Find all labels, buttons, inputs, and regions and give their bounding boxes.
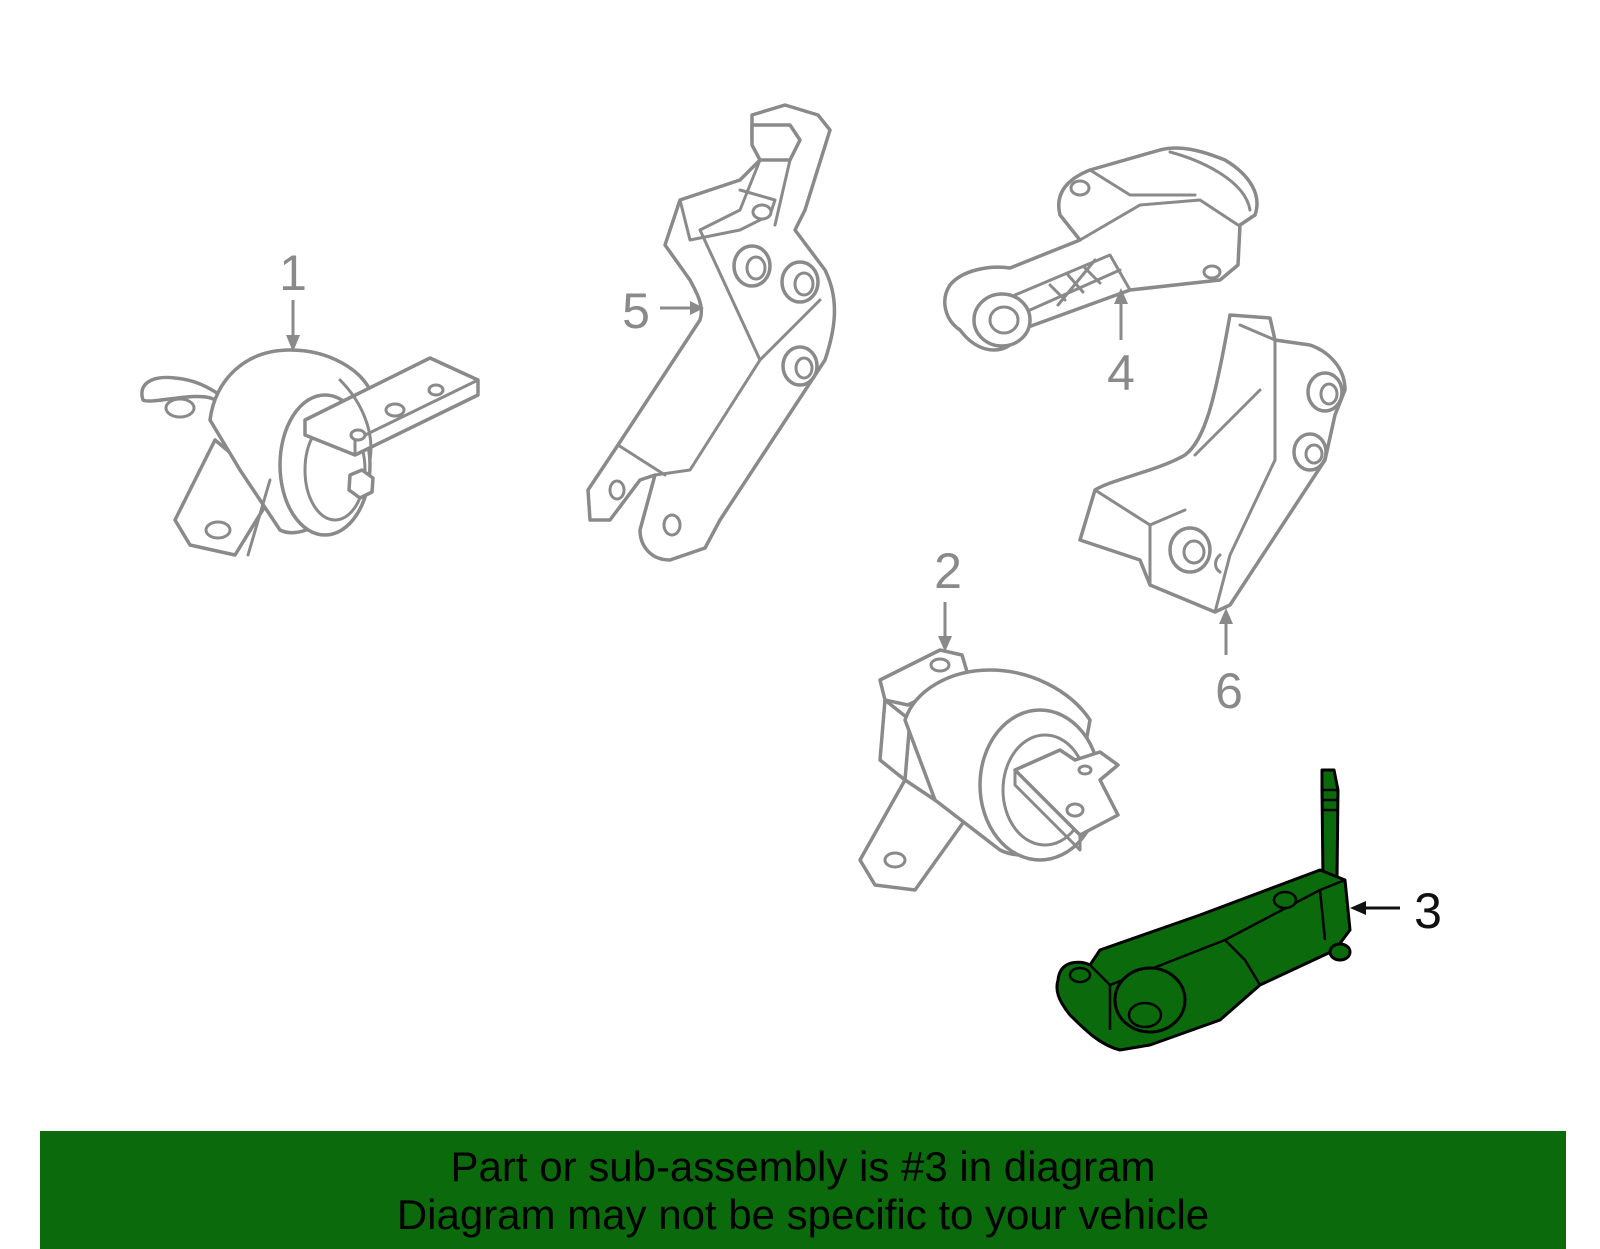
arrowhead-3 <box>1350 901 1366 915</box>
arrowhead-1 <box>286 335 300 352</box>
arrowhead-5 <box>690 301 704 315</box>
callout-5: 5 <box>622 283 650 339</box>
callout-3: 3 <box>1414 883 1442 939</box>
info-banner: Part or sub-assembly is #3 in diagram Di… <box>40 1131 1566 1249</box>
callout-4: 4 <box>1107 345 1135 401</box>
part-5-bracket[interactable] <box>586 103 837 562</box>
arrowhead-6 <box>1219 608 1233 624</box>
part-3-mount-bracket-highlighted[interactable] <box>1055 768 1352 1052</box>
parts-diagram: 1 5 4 <box>140 103 1442 1052</box>
part-6-bracket[interactable] <box>1078 313 1347 614</box>
banner-line-2: Diagram may not be specific to your vehi… <box>396 1191 1210 1238</box>
arrowhead-4 <box>1114 288 1128 304</box>
part-2-transmission-mount[interactable] <box>858 648 1120 892</box>
banner-line-1: Part or sub-assembly is #3 in diagram <box>450 1143 1156 1190</box>
callout-2: 2 <box>934 543 962 599</box>
arrowhead-2 <box>938 636 952 652</box>
callout-1: 1 <box>279 245 307 301</box>
part-4-torque-rod[interactable] <box>943 146 1259 352</box>
callout-6: 6 <box>1215 663 1243 719</box>
part-1-engine-mount[interactable] <box>140 348 480 557</box>
